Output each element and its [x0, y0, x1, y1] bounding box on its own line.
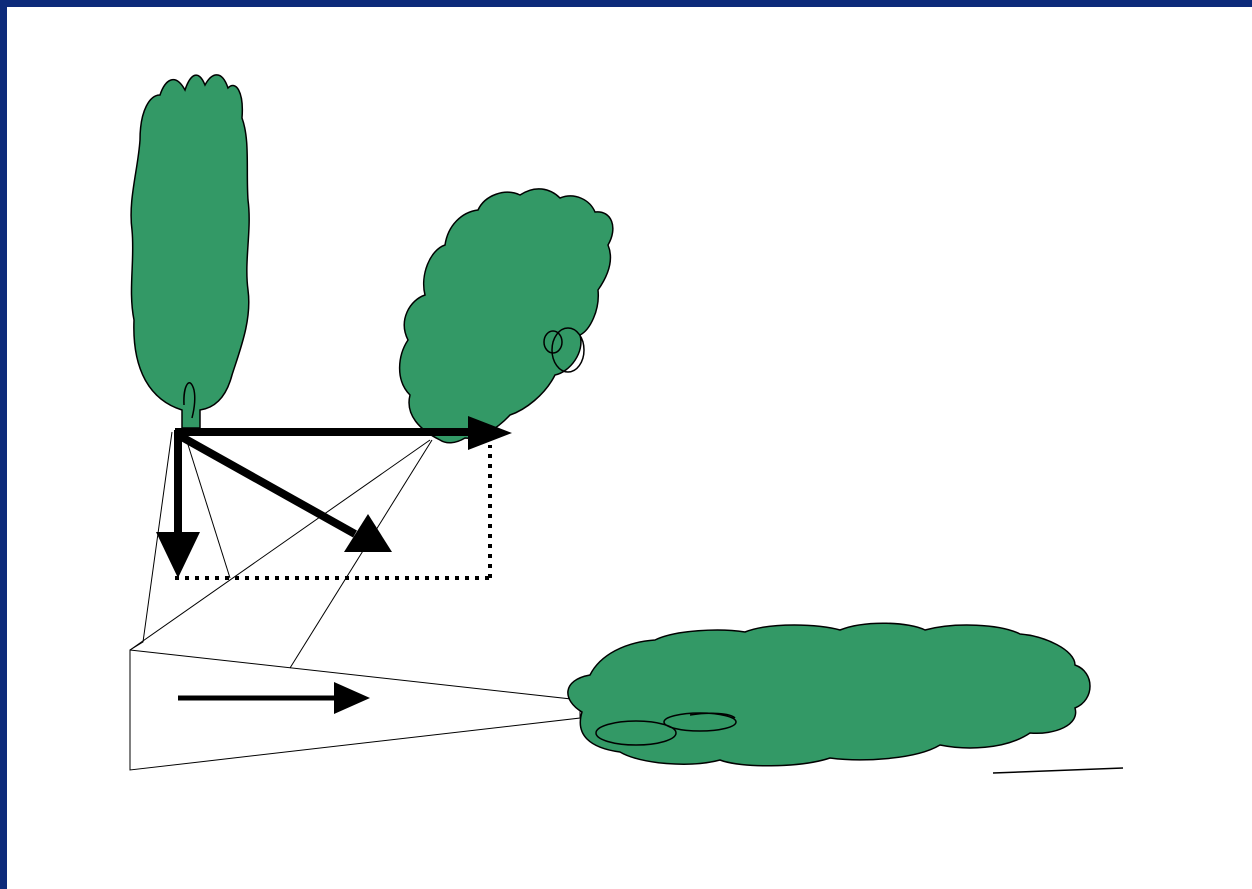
- tall-tree: [130, 74, 250, 429]
- motion-arrow: [178, 682, 370, 714]
- perspective-projection-lines: [129, 431, 581, 771]
- leaning-tree: [398, 188, 614, 444]
- dotted-component-box: [175, 445, 492, 580]
- fallen-tree: [567, 622, 1091, 767]
- horizontal-force-arrow: [175, 416, 512, 450]
- ground-line: [992, 767, 1124, 774]
- vertical-force-arrow: [156, 430, 200, 578]
- slide-frame-top: [0, 0, 1252, 7]
- diagonal-force-arrow: [178, 432, 392, 552]
- slide-frame-left: [0, 0, 7, 889]
